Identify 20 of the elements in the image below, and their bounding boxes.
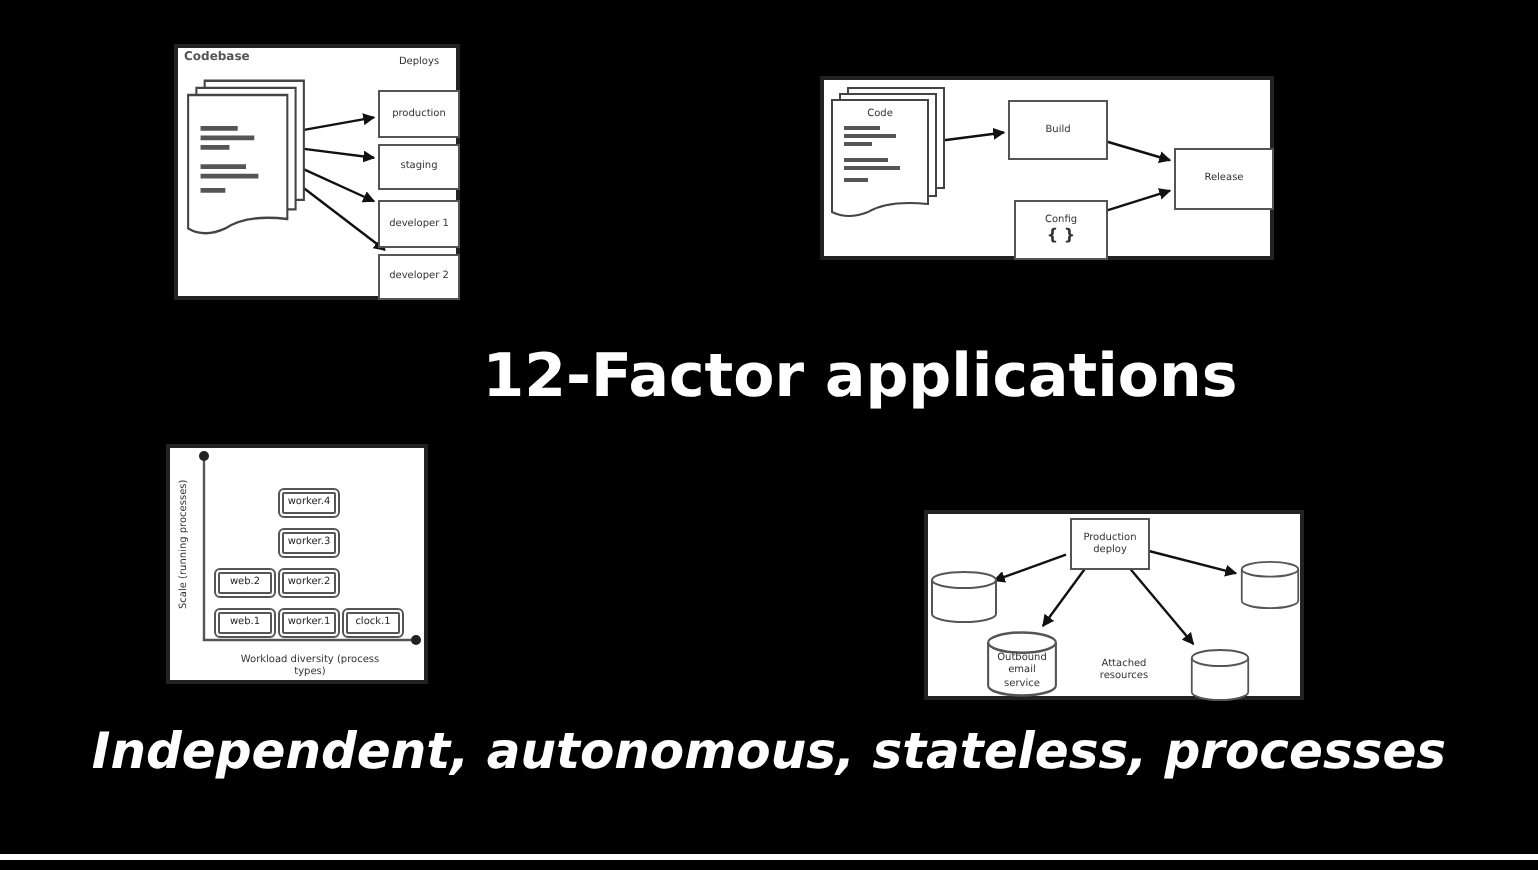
arrow (303, 113, 376, 132)
slide-title: 12-Factor applications (480, 340, 1240, 415)
arrow (1145, 549, 1238, 577)
slide-caption: Independent, autonomous, stateless, processes (89, 720, 1449, 783)
arrow (303, 187, 386, 251)
arrow (943, 127, 1006, 142)
arrow (303, 147, 376, 163)
database-cylinder (1240, 560, 1300, 610)
diagram-panel (820, 76, 1274, 260)
arrow (1126, 565, 1195, 645)
diagram-panel (166, 444, 428, 684)
diagram-panel (174, 44, 460, 300)
arrow (1103, 139, 1172, 163)
database-cylinder (930, 570, 998, 624)
arrow (1041, 565, 1088, 627)
arrow (992, 553, 1067, 583)
arrow (1103, 188, 1172, 213)
database-cylinder (1190, 648, 1250, 702)
diagram-panel (924, 510, 1304, 700)
arrow (303, 168, 376, 203)
